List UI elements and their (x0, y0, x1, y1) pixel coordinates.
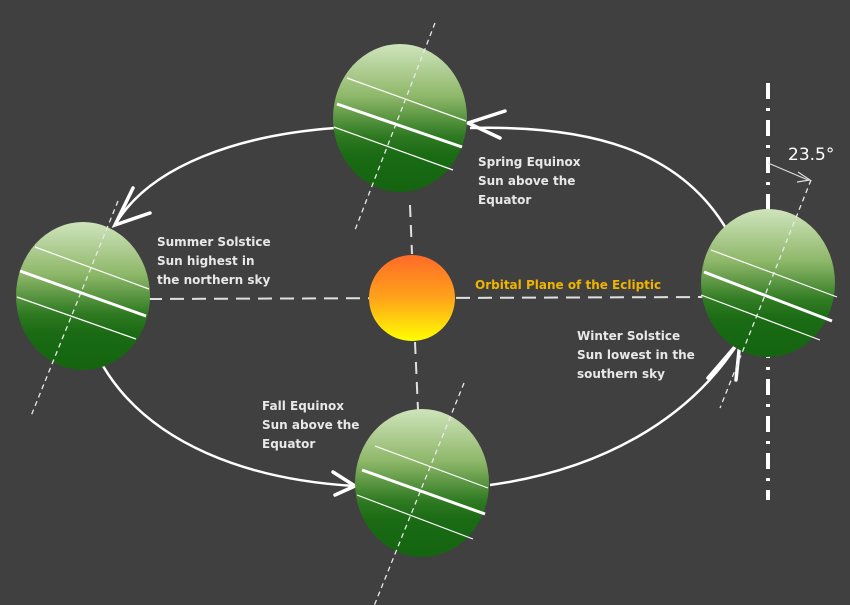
label-spring-line3: Equator (478, 193, 531, 207)
tropic-cancer (346, 77, 467, 122)
label-summer-line2: Sun highest in (157, 254, 255, 268)
earth-spring (333, 22, 467, 231)
label-summer-line1: Summer Solstice (157, 235, 271, 249)
earth-globe (355, 409, 489, 557)
earth-fall (355, 382, 489, 605)
earth-globe (333, 44, 467, 192)
tilt-angle-indicator: 23.5° (767, 145, 834, 183)
label-summer: Summer Solstice Sun highest in the north… (157, 235, 275, 287)
arrow-icon-summer (111, 186, 152, 229)
label-spring-line1: Spring Equinox (478, 155, 581, 169)
equator (336, 102, 463, 149)
label-fall-line2: Sun above the (262, 418, 359, 432)
orbit-path (101, 126, 742, 488)
equator (19, 269, 147, 318)
label-spring-line2: Sun above the (478, 174, 575, 188)
tropic-cancer (34, 246, 150, 290)
label-spring: Spring Equinox Sun above the Equator (478, 155, 585, 207)
orbit-arc-fall-to-winter (489, 339, 742, 487)
tropic-capricorn (16, 296, 137, 340)
orbit-arrows (111, 109, 743, 497)
equator (361, 468, 486, 516)
arrow-icon-spring (463, 109, 507, 140)
earth-summer (16, 200, 150, 417)
earth-winter (700, 179, 838, 409)
tilt-arrow-icon (796, 171, 812, 183)
label-summer-line3: the northern sky (157, 273, 270, 287)
sun-axis-line-top (409, 204, 413, 255)
orbit-arc-summer-to-fall (101, 365, 356, 488)
arrow-icon-fall (331, 470, 359, 497)
label-winter-line1: Winter Solstice (577, 329, 680, 343)
ecliptic-label: Orbital Plane of the Ecliptic (475, 278, 661, 292)
label-winter-line3: southern sky (577, 367, 665, 381)
equator (703, 270, 833, 323)
earth-globe (701, 209, 835, 357)
orbit-arc-winter-to-spring (469, 126, 729, 231)
tropic-capricorn (700, 294, 821, 341)
earth-axis (354, 22, 436, 231)
ecliptic-line (147, 296, 709, 300)
sun (369, 255, 455, 341)
label-fall: Fall Equinox Sun above the Equator (262, 399, 364, 451)
label-winter: Winter Solstice Sun lowest in the southe… (577, 329, 699, 381)
label-winter-line2: Sun lowest in the (577, 348, 695, 362)
tropic-cancer (710, 249, 838, 298)
label-fall-line1: Fall Equinox (262, 399, 344, 413)
tilt-label: 23.5° (788, 145, 834, 165)
earth-globe (16, 222, 150, 370)
label-fall-line3: Equator (262, 437, 315, 451)
earth-axis (719, 179, 812, 409)
sun-axis-line-bottom (414, 341, 419, 411)
tropic-capricorn (333, 126, 454, 171)
tropic-cancer (374, 445, 489, 489)
earth-axis (373, 382, 465, 605)
orbit-arc-spring-to-summer (113, 126, 336, 226)
tropic-capricorn (356, 494, 474, 540)
earth-axis (30, 200, 119, 417)
